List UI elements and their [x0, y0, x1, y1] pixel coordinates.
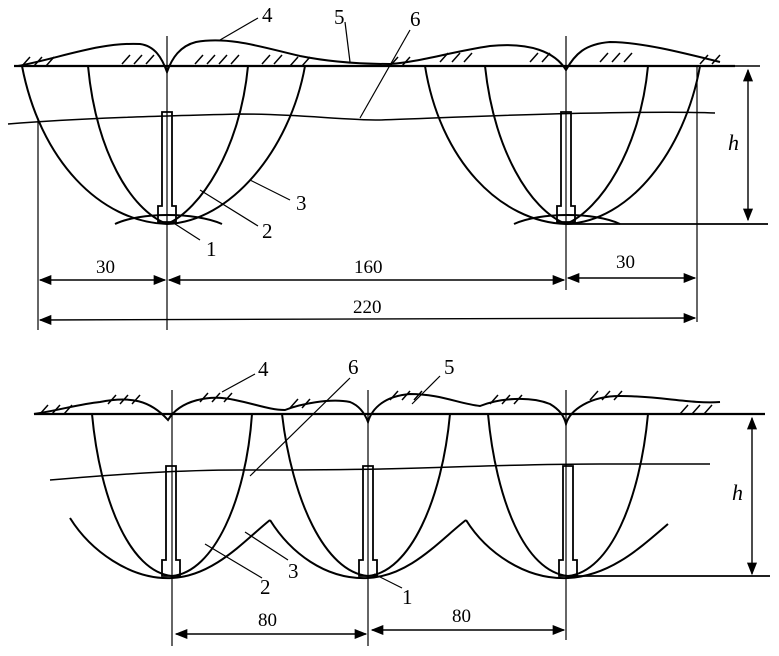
bottom-label-5: 5 [444, 355, 455, 379]
top-left-crater-outer [21, 65, 306, 226]
top-diagram [7, 17, 768, 330]
top-surface-profile [17, 39, 721, 75]
top-right-crater-inner [513, 214, 621, 225]
bottom-leader-1 [373, 573, 403, 589]
bottom-diagram [33, 373, 770, 646]
bottom-crater-2-outer [281, 413, 451, 578]
bottom-leader-2 [204, 543, 263, 579]
bottom-hatch [39, 390, 713, 415]
bottom-charge-1 [161, 465, 181, 577]
top-dim-160: 160 [354, 257, 383, 278]
bottom-crater-3-outer [487, 413, 649, 578]
top-label-2: 2 [262, 219, 273, 243]
top-label-3: 3 [296, 191, 307, 215]
top-leader-6 [359, 29, 411, 119]
top-right-crater-outer [424, 65, 701, 226]
bottom-label-6: 6 [348, 355, 359, 379]
bottom-dim-80-left: 80 [258, 610, 277, 631]
bottom-label-4: 4 [258, 357, 269, 381]
top-leader-5 [344, 21, 351, 63]
bottom-height-label: h [732, 480, 743, 505]
bottom-crater-3-arc [465, 519, 669, 580]
bottom-level-line [49, 463, 710, 481]
top-leader-3 [249, 179, 291, 201]
bottom-leader-3 [244, 531, 289, 561]
top-leader-4 [219, 17, 259, 41]
top-dim-30-left: 30 [96, 257, 115, 278]
top-leader-1 [171, 221, 201, 241]
bottom-label-3: 3 [288, 559, 299, 583]
bottom-label-2: 2 [260, 575, 271, 599]
top-dim-220-line [38, 312, 697, 326]
top-level-line [7, 111, 716, 125]
bottom-charge-3 [558, 465, 578, 577]
bottom-leader-5 [411, 375, 441, 405]
bottom-leader-4 [221, 373, 256, 393]
top-left-crater-inner [114, 214, 223, 225]
top-label-5: 5 [334, 5, 345, 29]
top-left-crater-mid [87, 65, 249, 226]
bottom-label-1: 1 [402, 585, 413, 609]
top-label-6: 6 [410, 7, 421, 31]
top-label-1: 1 [206, 237, 217, 261]
top-height-label: h [728, 130, 739, 155]
top-dim-30-right: 30 [616, 252, 635, 273]
top-leader-2 [199, 189, 259, 227]
top-left-charge [157, 111, 177, 223]
top-dim-220: 220 [353, 297, 382, 318]
top-label-4: 4 [262, 3, 273, 27]
bottom-leader-6 [249, 377, 351, 477]
top-hatch [21, 52, 721, 67]
bottom-dim-80-right: 80 [452, 606, 471, 627]
bottom-crater-1-arc [69, 517, 271, 580]
top-right-charge [556, 111, 576, 223]
